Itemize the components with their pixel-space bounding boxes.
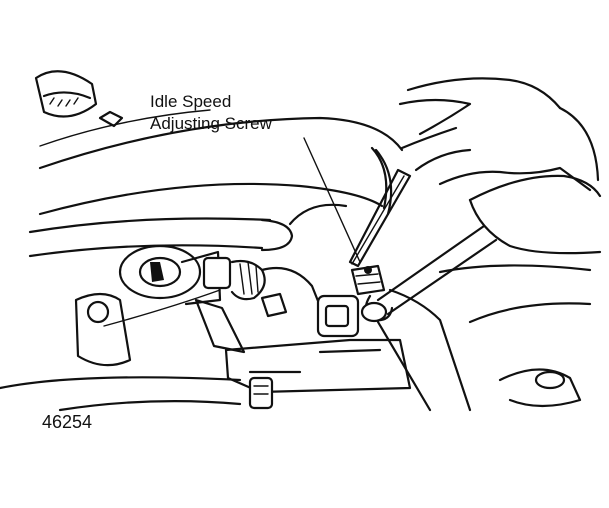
idle-speed-screw-drawing bbox=[350, 264, 386, 296]
hand-with-wrench-drawing bbox=[360, 174, 602, 323]
callout-leader-line bbox=[303, 137, 361, 263]
mounting-bracket-drawing bbox=[0, 264, 592, 412]
air-intake-duct-drawing bbox=[28, 116, 404, 258]
callout-label-line-1: Idle Speed bbox=[150, 92, 232, 111]
figure-number: 46254 bbox=[42, 412, 93, 432]
reservoir-cap-drawing bbox=[34, 70, 211, 147]
throttle-body-drawing bbox=[74, 244, 360, 367]
hand-with-screwdriver-drawing bbox=[348, 77, 600, 268]
callout-label-line-2: Adjusting Screw bbox=[150, 114, 272, 133]
